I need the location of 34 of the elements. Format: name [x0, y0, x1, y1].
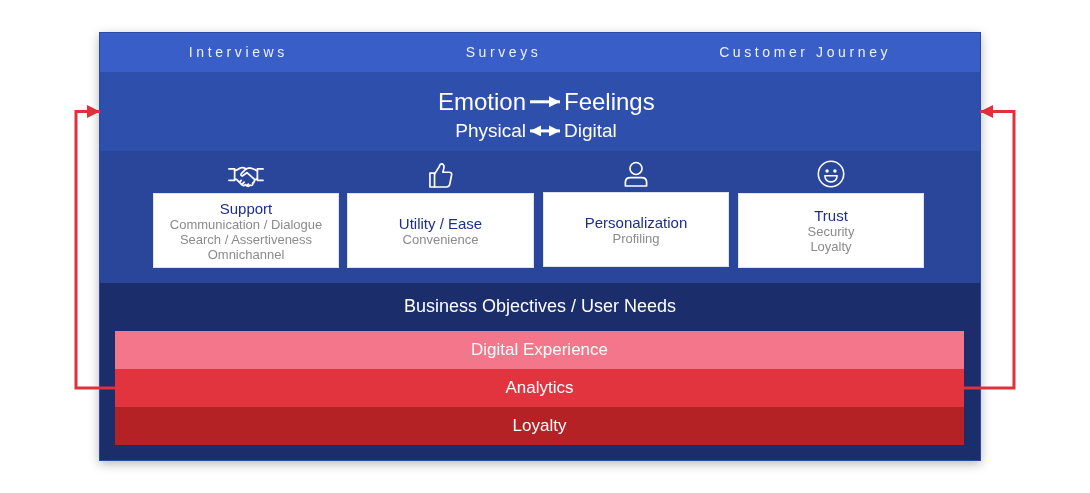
card-item: Loyalty	[810, 239, 852, 254]
card-item: Convenience	[402, 231, 479, 247]
band-label: Interviews	[188, 44, 288, 61]
term-label: Digital	[564, 120, 617, 142]
card-item: Search / Assertiveness	[179, 231, 313, 247]
card	[543, 192, 729, 267]
card	[153, 193, 339, 268]
term-label: Physical	[455, 120, 526, 142]
band-label: Surveys	[465, 44, 542, 61]
band-label: Customer Journey	[719, 44, 892, 61]
arrow	[964, 105, 1016, 390]
card-item: Communication / Dialogue	[169, 216, 323, 232]
card-item: Omnichannel	[207, 246, 285, 262]
card-title: Personalization	[584, 213, 688, 231]
arrow	[530, 125, 560, 137]
arrow	[74, 105, 115, 390]
band	[100, 283, 980, 460]
header-band	[100, 33, 980, 72]
card-title: Trust	[814, 207, 848, 224]
card-item: Profiling	[612, 230, 660, 246]
card-item: Security	[807, 224, 855, 239]
band	[100, 151, 980, 283]
card	[347, 193, 534, 268]
term-label: Feelings	[564, 88, 655, 116]
layer-bar: Digital Experience	[115, 331, 964, 369]
card	[738, 193, 924, 268]
arrow	[530, 96, 560, 108]
term-label: Emotion	[437, 88, 526, 116]
band	[100, 72, 980, 151]
layer-bar: Loyalty	[115, 407, 964, 445]
card-title: Support	[219, 199, 273, 217]
layer-bar: Analytics	[115, 369, 964, 407]
card-title: Utility / Ease	[398, 214, 483, 232]
band-heading: Business Objectives / User Needs	[403, 296, 677, 317]
